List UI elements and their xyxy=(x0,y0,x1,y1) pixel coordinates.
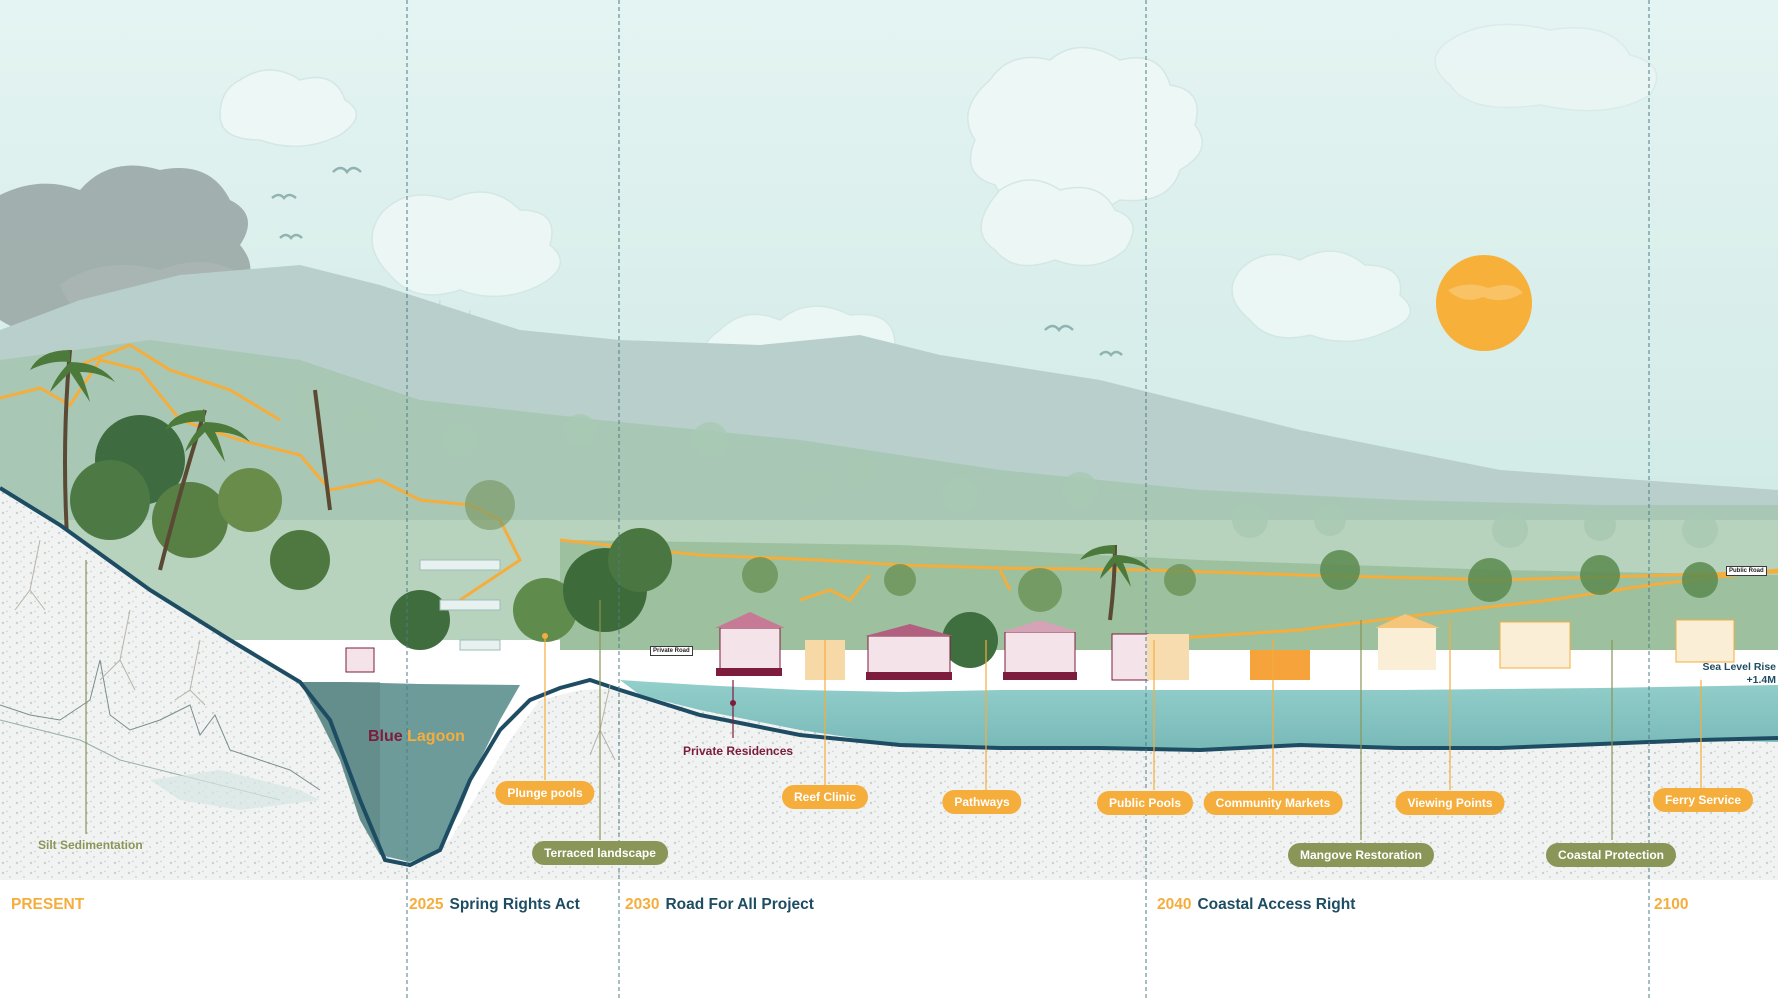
reef-clinic-label: Reef Clinic xyxy=(781,785,869,809)
section-outline xyxy=(0,486,1778,868)
sun xyxy=(1436,255,1532,351)
sea-level-rise-line1: Sea Level Rise xyxy=(1702,661,1776,673)
sea-level-rise-note: Sea Level Rise +1.4M xyxy=(1702,661,1776,687)
timeline-2040: 2040 Coastal Access Right xyxy=(1157,896,1355,914)
roots xyxy=(14,539,616,761)
timeline-year: 2040 xyxy=(1157,896,1192,913)
timeline-dividers xyxy=(406,0,1650,1000)
silt-sediment-sketch xyxy=(0,659,321,791)
background-trees xyxy=(292,382,1718,548)
ferry-service-label: Ferry Service xyxy=(1652,788,1754,812)
coastal-protection-label: Coastal Protection xyxy=(1545,843,1677,867)
timeline-2100: 2100 xyxy=(1654,896,1694,914)
timeline-event: Road For All Project xyxy=(665,896,814,913)
terraced-landscape-label: Terraced landscape xyxy=(532,841,668,865)
timeline-year: PRESENT xyxy=(11,896,85,913)
blue-lagoon-label: Blue Lagoon xyxy=(368,728,465,746)
pathways-label: Pathways xyxy=(942,790,1022,814)
public-pools-label: Public Pools xyxy=(1096,791,1194,815)
private-road-sign: Private Road xyxy=(650,646,693,656)
community-markets-label: Community Markets xyxy=(1203,791,1343,815)
silt-sedimentation-label: Silt Sedimentation xyxy=(38,838,143,852)
private-residences-label: Private Residences xyxy=(683,744,794,758)
public-road-sign: Public Road xyxy=(1726,566,1767,576)
sea-water xyxy=(620,680,1778,750)
tree-canopies xyxy=(70,415,1718,668)
sea-level-rise-line2: +1.4M xyxy=(1746,674,1776,686)
timeline-year: 2100 xyxy=(1654,896,1689,913)
timeline-2030: 2030 Road For All Project xyxy=(625,896,814,914)
timeline-year: 2025 xyxy=(409,896,444,913)
timeline-year: 2030 xyxy=(625,896,660,913)
timeline-event: Spring Rights Act xyxy=(449,896,580,913)
viewing-points-label: Viewing Points xyxy=(1395,791,1505,815)
lagoon-word-lagoon: Lagoon xyxy=(407,728,465,745)
timeline-present: PRESENT xyxy=(11,896,90,914)
plunge-pools-label: Plunge pools xyxy=(495,781,595,805)
timeline-2025: 2025 Spring Rights Act xyxy=(409,896,580,914)
mangrove-restoration-label: Mangove Restoration xyxy=(1287,843,1435,867)
label-leader-lines xyxy=(85,560,1702,840)
palm-fronds xyxy=(30,350,1151,587)
timeline-event: Coastal Access Right xyxy=(1197,896,1356,913)
green-terrace xyxy=(560,540,1778,650)
ground-gravel xyxy=(0,488,1778,880)
lagoon-water-overlay xyxy=(300,682,380,855)
birds xyxy=(271,166,1123,357)
orange-pathways xyxy=(0,343,1778,642)
label-leader-dots xyxy=(542,633,736,706)
lagoon-word-blue: Blue xyxy=(368,728,403,745)
